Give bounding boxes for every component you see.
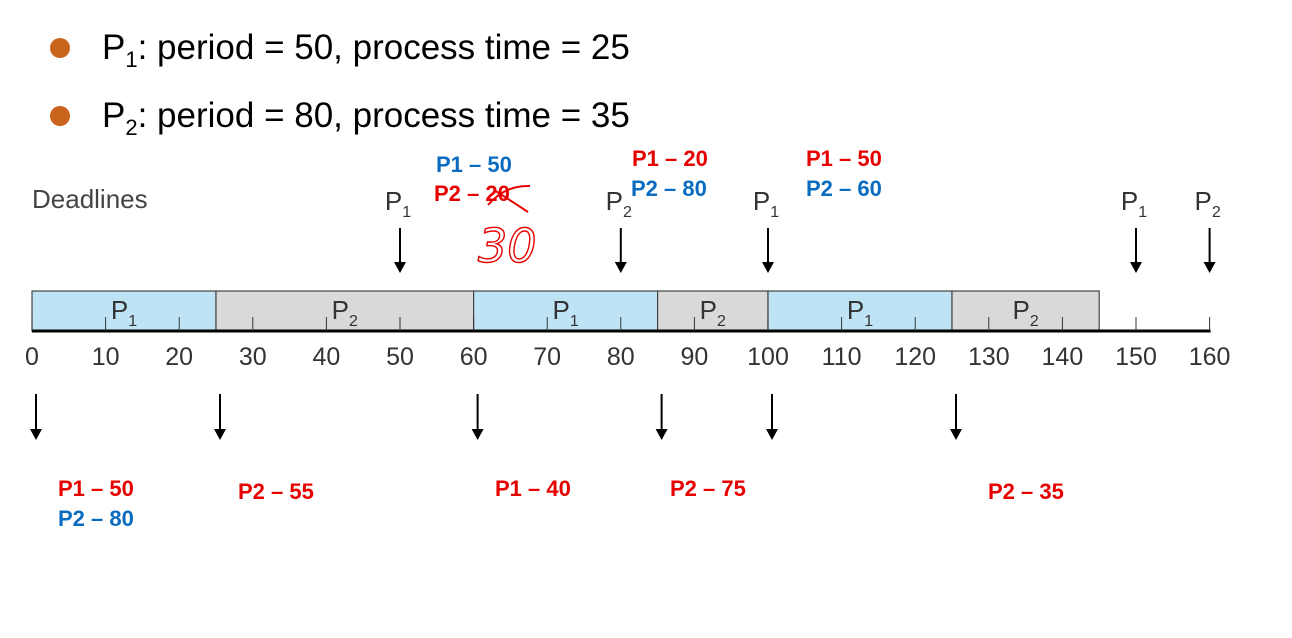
annotation-t85-p1: P1 – 20 [632, 146, 708, 171]
annotation-t60-p2: P2 – 20 [434, 181, 510, 206]
event-arrow-head [950, 429, 962, 440]
axis-tick-label: 10 [92, 343, 120, 371]
axis-tick-label: 70 [533, 343, 561, 371]
event-arrow-head [30, 429, 42, 440]
annotation-bottom-t85: P2 – 75 [670, 476, 746, 501]
annotation-bottom-t60: P1 – 40 [495, 476, 571, 501]
schedule-block-label: P2 [332, 295, 358, 330]
axis-tick-label: 120 [894, 343, 936, 371]
axis-tick-label: 80 [607, 343, 635, 371]
struck-value: 20 [485, 181, 510, 206]
axis-tick-label: 150 [1115, 343, 1157, 371]
strike-mark [487, 184, 531, 206]
deadline-label-p1: P1 [753, 186, 779, 221]
schedule-block-p1 [473, 290, 659, 332]
axis-tick-label: 40 [312, 343, 340, 371]
schedule-block-p1 [767, 290, 953, 332]
axis-tick-label: 90 [680, 343, 708, 371]
axis-tick-label: 130 [968, 343, 1010, 371]
schedule-block-label: P2 [1012, 295, 1038, 330]
strike-mark [493, 189, 529, 213]
annotation-bottom-t0-p1: P1 – 50 [58, 476, 134, 501]
annotation-t60-p1: P1 – 50 [436, 152, 512, 177]
bullet-dot [50, 106, 70, 126]
schedule-block-label: P2 [700, 295, 726, 330]
bullet-p2-text: P2: period = 80, process time = 35 [102, 96, 630, 140]
schedule-block-label: P1 [847, 295, 873, 330]
axis-tick-label: 60 [460, 343, 488, 371]
event-arrow-head [471, 429, 484, 440]
annotation-t100-p2: P2 – 60 [806, 176, 882, 201]
annotation-t100-p1: P1 – 50 [806, 146, 882, 171]
deadline-arrow-head [1130, 262, 1142, 273]
axis-tick-label: 160 [1189, 343, 1231, 371]
deadline-label-p2: P2 [606, 186, 632, 221]
schedule-block-label: P1 [111, 295, 137, 330]
deadline-label-p1: P1 [385, 186, 411, 221]
axis-tick-label: 100 [747, 343, 789, 371]
handwritten-correction: 30 [478, 219, 537, 273]
bullet-p1-text: P1: period = 50, process time = 25 [102, 28, 630, 72]
bullet-p1 [50, 38, 70, 58]
schedule-block-p1 [31, 290, 217, 332]
event-arrow-head [214, 429, 226, 440]
schedule-block-p2 [951, 290, 1100, 332]
deadline-label-p1: P1 [1121, 186, 1147, 221]
deadline-label-p2: P2 [1194, 186, 1220, 221]
bullet-dot [50, 38, 70, 58]
deadline-arrow-head [394, 262, 406, 273]
axis-tick-label: 50 [386, 343, 414, 371]
schedule-block-label: P1 [552, 295, 578, 330]
schedule-block-p2 [656, 290, 769, 332]
annotation-bottom-t25: P2 – 55 [238, 479, 314, 504]
annotation-bottom-t125: P2 – 35 [988, 479, 1064, 504]
axis-tick-label: 0 [25, 343, 39, 371]
axis-tick-label: 110 [822, 343, 862, 371]
event-arrow-head [655, 429, 668, 440]
annotation-t85-p2: P2 – 80 [631, 176, 707, 201]
deadline-arrow-head [614, 262, 627, 273]
deadline-arrow-head [1203, 262, 1216, 273]
axis-tick-label: 140 [1042, 343, 1084, 371]
deadlines-label: Deadlines [32, 184, 148, 214]
annotation-bottom-t0-p2: P2 – 80 [58, 506, 134, 531]
bullet-p2 [50, 106, 70, 126]
deadline-arrow-head [762, 262, 774, 273]
axis-tick-label: 20 [165, 343, 193, 371]
axis-tick-label: 30 [239, 343, 267, 371]
event-arrow-head [766, 429, 778, 440]
